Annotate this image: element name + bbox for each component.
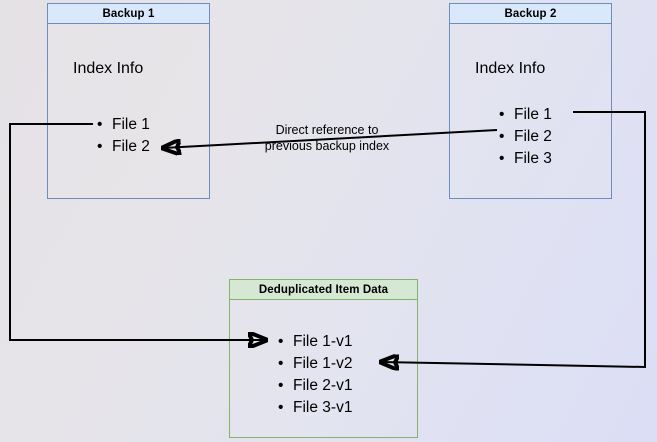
backup-2-item-list: File 1 File 2 File 3 <box>497 104 552 170</box>
direct-reference-label: Direct reference to previous backup inde… <box>264 123 390 153</box>
backup-1-title: Backup 1 <box>102 7 155 20</box>
backup-2-title: Backup 2 <box>504 7 557 20</box>
backup-2-heading: Index Info <box>475 60 546 77</box>
backup-1-heading: Index Info <box>73 60 144 77</box>
list-item: File 3-v1 <box>278 397 353 419</box>
list-item: File 2 <box>97 136 150 158</box>
list-item: File 3 <box>499 148 552 170</box>
backup-1-item-list: File 1 File 2 <box>95 114 150 158</box>
list-item: File 1 <box>499 104 552 126</box>
list-item: File 2 <box>499 126 552 148</box>
deduplicated-item-data-title-bar: Deduplicated Item Data <box>229 279 418 300</box>
backup-1-title-bar: Backup 1 <box>47 3 210 24</box>
list-item: File 1-v2 <box>278 353 353 375</box>
list-item: File 1 <box>97 114 150 136</box>
list-item: File 1-v1 <box>278 331 353 353</box>
list-item: File 2-v1 <box>278 375 353 397</box>
deduplicated-item-data-title: Deduplicated Item Data <box>258 283 389 296</box>
backup-1-box <box>47 3 210 199</box>
backup-2-title-bar: Backup 2 <box>449 3 612 24</box>
deduplicated-item-list: File 1-v1 File 1-v2 File 2-v1 File 3-v1 <box>276 331 353 419</box>
